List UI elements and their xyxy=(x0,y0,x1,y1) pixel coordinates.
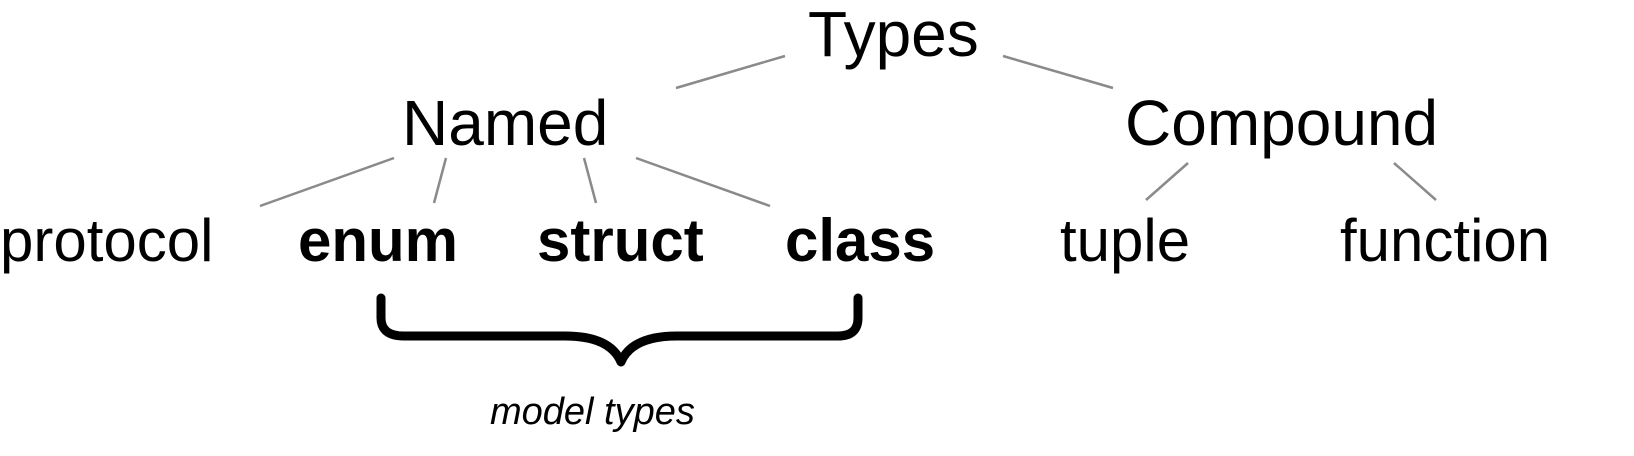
connector-named-protocol xyxy=(259,156,395,208)
connector-compound-function xyxy=(1393,162,1437,201)
brace-caption: model types xyxy=(490,391,695,433)
connector-named-enum xyxy=(432,157,448,204)
node-struct: struct xyxy=(537,207,704,274)
node-named: Named xyxy=(402,87,609,159)
connector-types-compound xyxy=(1002,54,1114,90)
node-enum: enum xyxy=(298,207,459,274)
node-tuple: tuple xyxy=(1060,207,1191,274)
node-class: class xyxy=(785,207,936,274)
connector-named-class xyxy=(635,156,771,208)
connector-types-named xyxy=(675,54,786,90)
connector-named-struct xyxy=(582,157,598,204)
node-types: Types xyxy=(808,0,979,70)
node-compound: Compound xyxy=(1125,87,1439,159)
connector-compound-tuple xyxy=(1145,162,1189,201)
node-function: function xyxy=(1340,207,1551,274)
node-protocol: protocol xyxy=(0,207,214,274)
model-types-brace xyxy=(376,293,863,367)
